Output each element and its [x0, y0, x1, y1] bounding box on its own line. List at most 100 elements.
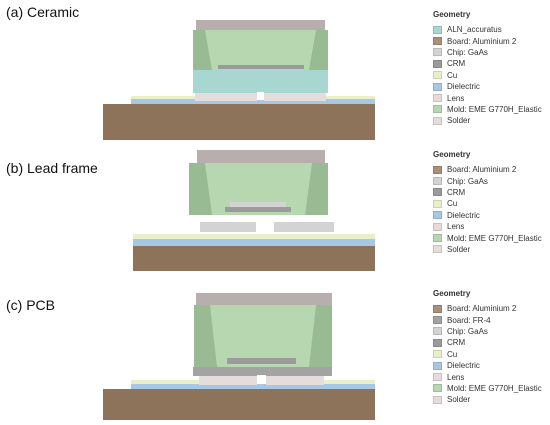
legend-label: Chip: GaAs: [447, 176, 488, 186]
mold-shade-b-left: [189, 163, 212, 215]
legend-item: Lens: [433, 221, 542, 232]
legend-title: Geometry: [433, 289, 471, 298]
ceramic-package-cross-section: [103, 20, 375, 140]
legend-swatch: [433, 395, 442, 404]
legend-label: ALN_accuratus: [447, 25, 502, 35]
legend-swatch: [433, 384, 442, 393]
legend-label: CRM: [447, 59, 466, 69]
solder-pad-right: [264, 93, 326, 101]
legend-item: Lens: [433, 92, 542, 103]
panel-b-label: (b) Lead frame: [6, 160, 98, 176]
legend-item: Dielectric: [433, 210, 542, 221]
dielectric-layer: [133, 239, 375, 246]
legend-swatch: [433, 116, 442, 125]
legend-label: Dielectric: [447, 361, 480, 371]
legend-swatch: [433, 327, 442, 336]
legend-item: Lens: [433, 371, 542, 382]
legend-swatch: [433, 234, 442, 243]
legend-item: Dielectric: [433, 360, 542, 371]
legend-item: ALN_accuratus: [433, 24, 542, 35]
mold-shade-a-right: [309, 30, 328, 70]
legend-item: Dielectric: [433, 81, 542, 92]
legend-label: Dielectric: [447, 210, 480, 220]
mold-shade-c-right: [309, 305, 332, 367]
legend-title: Geometry: [433, 10, 471, 19]
solder-pad-left: [195, 93, 257, 101]
legend-label: Dielectric: [447, 82, 480, 92]
legend-label: Cu: [447, 70, 458, 80]
legend-item: Cu: [433, 349, 542, 360]
legend-label: Mold: EME G770H_Elastic: [447, 104, 542, 114]
fr4-board: [193, 367, 332, 376]
solder-pad-right: [266, 376, 324, 385]
legend-label: Board: Aluminium 2: [447, 304, 517, 314]
legend-swatch: [433, 37, 442, 46]
pcb-package-cross-section: [103, 293, 375, 420]
lead-frame-left: [200, 222, 256, 232]
legend-label: Chip: GaAs: [447, 326, 488, 336]
legend-swatch: [433, 25, 442, 34]
legend-swatch: [433, 71, 442, 80]
legend-swatch: [433, 316, 442, 325]
crm-layer: [218, 65, 304, 69]
panel-a-label: (a) Ceramic: [6, 4, 80, 20]
legend-item: Board: Aluminium 2: [433, 303, 542, 314]
legend-item: Solder: [433, 394, 542, 405]
legend-swatch: [433, 48, 442, 57]
mold-body: [194, 305, 332, 367]
lead-frame-package-cross-section: [133, 150, 375, 271]
legend-item: Board: FR-4: [433, 314, 542, 325]
legend-item: Mold: EME G770H_Elastic: [433, 104, 542, 115]
legend-label: Solder: [447, 116, 471, 126]
substrate: [103, 389, 375, 420]
dielectric-layer: [131, 99, 375, 104]
legend-item: Solder: [433, 244, 542, 255]
legend-item: Mold: EME G770H_Elastic: [433, 383, 542, 394]
legend-label: Mold: EME G770H_Elastic: [447, 233, 542, 243]
legend-item: Chip: GaAs: [433, 326, 542, 337]
solder-gap-a: [257, 92, 264, 100]
legend-label: Lens: [447, 222, 465, 232]
legend-item: CRM: [433, 337, 542, 348]
mold-shade-a-left: [193, 30, 212, 70]
legend-swatch: [433, 188, 442, 197]
crm-layer: [227, 358, 296, 364]
legend-swatch: [433, 304, 442, 313]
legend-item: Cu: [433, 70, 542, 81]
mold-shade-b-right: [305, 163, 328, 215]
aln-ceramic-base: [193, 70, 328, 93]
legend-item: Mold: EME G770H_Elastic: [433, 232, 542, 243]
legend-swatch: [433, 373, 442, 382]
legend-label: Mold: EME G770H_Elastic: [447, 383, 542, 393]
legend-swatch: [433, 59, 442, 68]
lens: [196, 293, 332, 305]
legend-label: CRM: [447, 338, 466, 348]
legend-swatch: [433, 350, 442, 359]
legend-label: Cu: [447, 349, 458, 359]
shading-overlays: [189, 30, 332, 367]
legend-label: Board: Aluminium 2: [447, 165, 517, 175]
legend-label: Chip: GaAs: [447, 47, 488, 57]
mold-body: [193, 30, 328, 70]
lens: [197, 150, 325, 163]
solder-pad-left: [199, 376, 257, 385]
legend-item: CRM: [433, 58, 542, 69]
legend-title: Geometry: [433, 150, 471, 159]
legend-item: CRM: [433, 187, 542, 198]
legend-label: Lens: [447, 372, 465, 382]
lens: [196, 20, 325, 30]
legend-label: Board: Aluminium 2: [447, 36, 517, 46]
legend-swatch: [433, 177, 442, 186]
legend-label: CRM: [447, 187, 466, 197]
chip: [230, 202, 286, 207]
mold-shade-c-left: [194, 305, 217, 367]
legend-item: Chip: GaAs: [433, 175, 542, 186]
legend-swatch: [433, 199, 442, 208]
legend-swatch: [433, 211, 442, 220]
legend-swatch: [433, 82, 442, 91]
